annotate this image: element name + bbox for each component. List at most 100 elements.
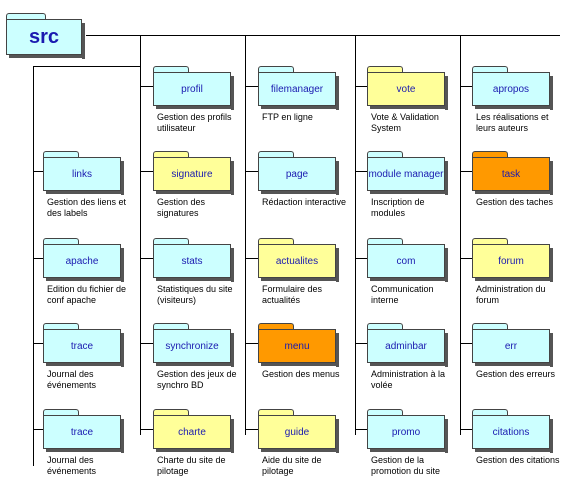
- folder-label: synchronize: [153, 329, 234, 367]
- branch-line: [460, 343, 472, 344]
- folder-page[interactable]: page: [258, 151, 339, 195]
- folder-guide[interactable]: guide: [258, 409, 339, 453]
- folder-icon: [258, 66, 294, 74]
- folder-description: Gestion des jeux de synchro BD: [157, 369, 237, 390]
- folder-label: adminbar: [367, 329, 448, 367]
- folder-err[interactable]: err: [472, 323, 553, 367]
- folder-icon: [153, 66, 189, 74]
- folder-adminbar[interactable]: adminbar: [367, 323, 448, 367]
- folder-description: Gestion des erreurs: [476, 369, 556, 379]
- branch-line: [460, 171, 472, 172]
- folder-label: err: [472, 329, 553, 367]
- folder-description: Communication interne: [371, 284, 434, 305]
- root-folder-label: src: [6, 19, 85, 59]
- folder-label: guide: [258, 415, 339, 453]
- folder-label: promo: [367, 415, 448, 453]
- folder-description: Gestion des taches: [476, 197, 554, 207]
- branch-line: [355, 343, 367, 344]
- root-folder-src[interactable]: src: [6, 13, 86, 59]
- folder-label: vote: [367, 72, 448, 110]
- folder-label: charte: [153, 415, 234, 453]
- folder-label: signature: [153, 157, 234, 195]
- folder-label: forum: [472, 244, 553, 282]
- folder-stats[interactable]: stats: [153, 238, 234, 282]
- column-spine-4: [355, 35, 356, 435]
- branch-line: [140, 86, 153, 87]
- folder-description: Formulaire des actualités: [262, 284, 323, 305]
- folder-icon: [43, 238, 79, 246]
- branch-line: [245, 258, 258, 259]
- folder-forum[interactable]: forum: [472, 238, 553, 282]
- folder-icon: [367, 409, 403, 417]
- folder-trace[interactable]: trace: [43, 409, 124, 453]
- folder-label: com: [367, 244, 448, 282]
- folder-task[interactable]: task: [472, 151, 553, 195]
- branch-line: [355, 429, 367, 430]
- folder-description: Inscription de modules: [371, 197, 425, 218]
- folder-description: Gestion de la promotion du site: [371, 455, 441, 476]
- folder-apropos[interactable]: apropos: [472, 66, 553, 110]
- folder-module-manager[interactable]: module manager: [367, 151, 448, 195]
- folder-icon: [153, 238, 189, 246]
- folder-label: menu: [258, 329, 339, 367]
- folder-icon: [153, 409, 189, 417]
- folder-trace[interactable]: trace: [43, 323, 124, 367]
- folder-icon: [258, 323, 294, 331]
- folder-icon: [472, 238, 508, 246]
- folder-description: Les réalisations et leurs auteurs: [476, 112, 549, 133]
- folder-label: filemanager: [258, 72, 339, 110]
- folder-icon: [472, 409, 508, 417]
- folder-label: module manager: [367, 157, 448, 195]
- folder-apache[interactable]: apache: [43, 238, 124, 282]
- folder-com[interactable]: com: [367, 238, 448, 282]
- folder-label: trace: [43, 329, 124, 367]
- main-connector-line: [86, 35, 560, 36]
- folder-description: Journal des événements: [47, 369, 97, 390]
- folder-label: apropos: [472, 72, 553, 110]
- folder-icon: [258, 238, 294, 246]
- branch-line: [460, 86, 472, 87]
- folder-links[interactable]: links: [43, 151, 124, 195]
- folder-icon: [258, 151, 294, 159]
- folder-label: apache: [43, 244, 124, 282]
- branch-line: [355, 86, 367, 87]
- folder-description: Statistiques du site (visiteurs): [157, 284, 233, 305]
- folder-promo[interactable]: promo: [367, 409, 448, 453]
- folder-menu[interactable]: menu: [258, 323, 339, 367]
- folder-profil[interactable]: profil: [153, 66, 234, 110]
- folder-description: Gestion des menus: [262, 369, 340, 379]
- folder-description: Gestion des citations: [476, 455, 560, 465]
- branch-line: [33, 429, 43, 430]
- folder-description: Administration du forum: [476, 284, 546, 305]
- folder-description: Gestion des profils utilisateur: [157, 112, 232, 133]
- folder-label: profil: [153, 72, 234, 110]
- folder-icon: [472, 66, 508, 74]
- folder-label: citations: [472, 415, 553, 453]
- branch-line: [460, 429, 472, 430]
- folder-description: Rédaction interactive: [262, 197, 347, 207]
- folder-filemanager[interactable]: filemanager: [258, 66, 339, 110]
- folder-charte[interactable]: charte: [153, 409, 234, 453]
- folder-icon: [43, 323, 79, 331]
- folder-label: actualites: [258, 244, 339, 282]
- folder-synchronize[interactable]: synchronize: [153, 323, 234, 367]
- folder-vote[interactable]: vote: [367, 66, 448, 110]
- branch-line: [33, 171, 43, 172]
- folder-actualites[interactable]: actualites: [258, 238, 339, 282]
- column-spine-3: [245, 35, 246, 435]
- branch-line: [245, 343, 258, 344]
- folder-icon: [472, 151, 508, 159]
- folder-description: Gestion des signatures: [157, 197, 206, 218]
- folder-label: links: [43, 157, 124, 195]
- folder-icon: [367, 151, 403, 159]
- branch-line: [33, 343, 43, 344]
- folder-signature[interactable]: signature: [153, 151, 234, 195]
- folder-label: stats: [153, 244, 234, 282]
- branch-line: [355, 171, 367, 172]
- folder-citations[interactable]: citations: [472, 409, 553, 453]
- folder-icon: [367, 66, 403, 74]
- branch-line: [140, 171, 153, 172]
- branch-line: [33, 258, 43, 259]
- folder-description: Journal des événements: [47, 455, 97, 476]
